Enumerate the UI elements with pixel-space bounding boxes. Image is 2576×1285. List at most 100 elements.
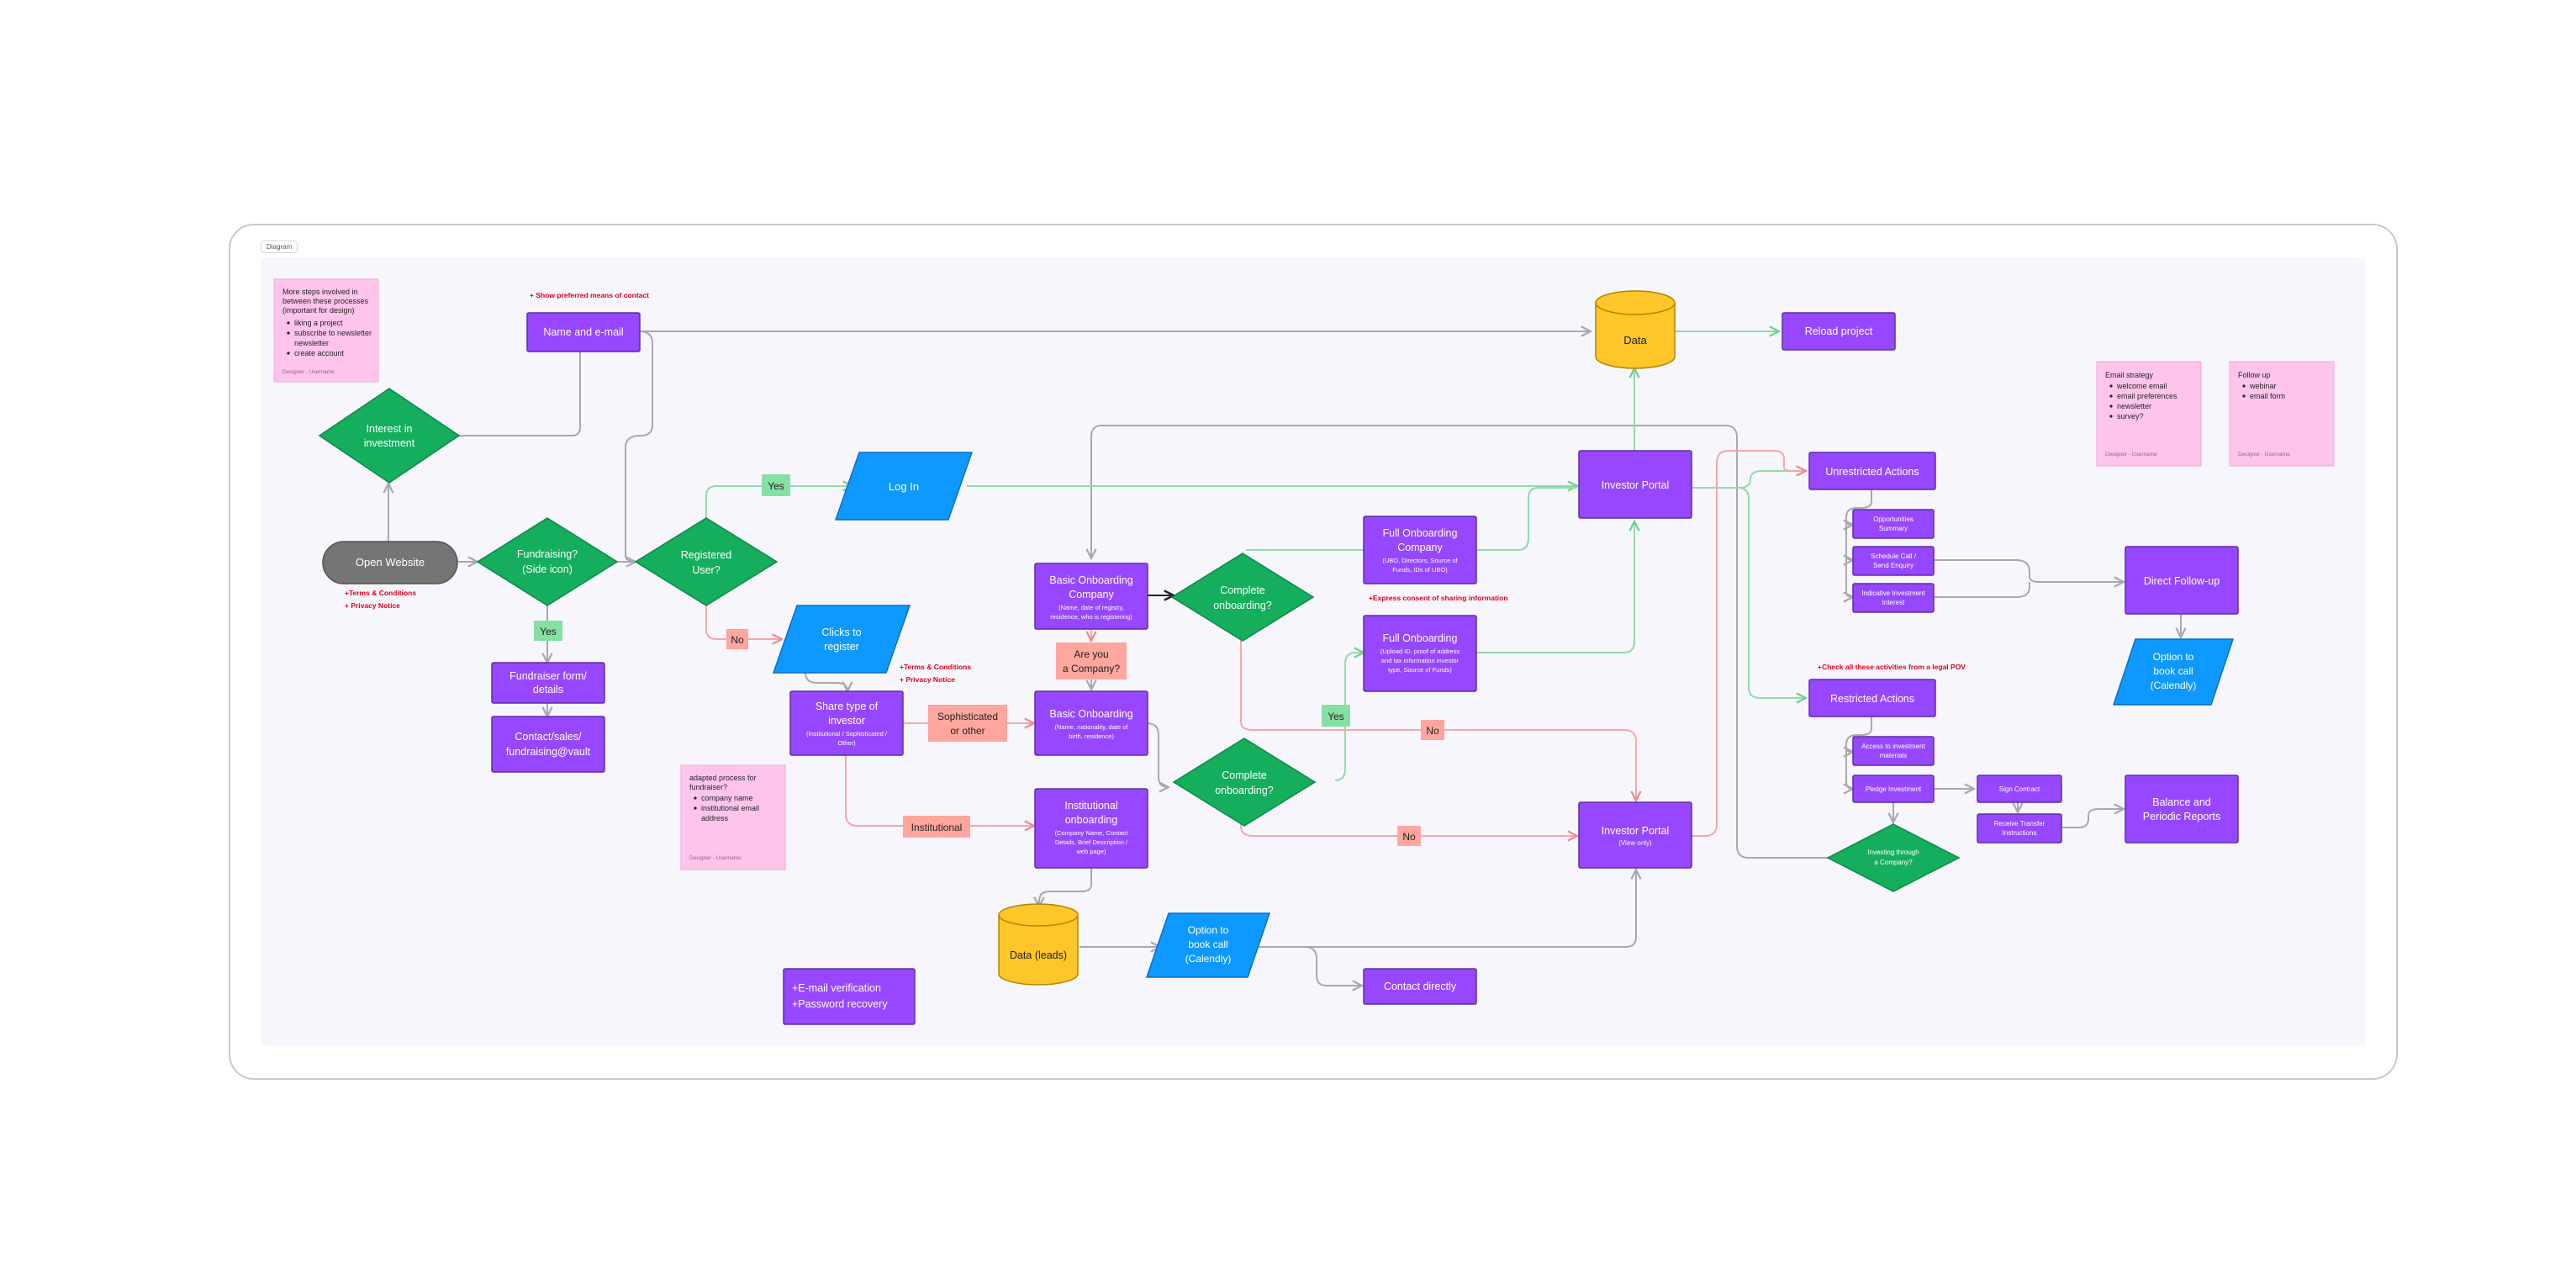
sticky-follow-up[interactable]: Follow up webinar email form Designer - …	[2229, 361, 2335, 467]
sticky-list-item: survey?	[2117, 412, 2144, 420]
svg-text:Fundraiser form/: Fundraiser form/	[509, 670, 587, 682]
svg-text:(Institutional / Sophisticated: (Institutional / Sophisticated /	[806, 730, 888, 738]
edge-portal-to-restricted	[1738, 487, 1806, 698]
node-clicks-register[interactable]: Clicks to register	[772, 605, 911, 674]
label-no-complete-2: No	[1397, 826, 1421, 846]
svg-text:subscribe to newsletter: subscribe to newsletter	[294, 329, 372, 337]
svg-text:Investing through: Investing through	[1867, 849, 1919, 856]
svg-text:Interest: Interest	[1882, 599, 1905, 606]
node-access-materials[interactable]: Access to investment materials	[1852, 736, 1935, 766]
svg-text:(UBO, Directors, Source of: (UBO, Directors, Source of	[1382, 557, 1458, 564]
frame-label: Diagram	[261, 241, 298, 253]
node-full-onboarding-company[interactable]: Full Onboarding Company (UBO, Directors,…	[1363, 516, 1477, 584]
label-no-complete-1: No	[1421, 720, 1444, 740]
svg-text:newsletter: newsletter	[294, 339, 329, 347]
svg-text:Yes: Yes	[768, 480, 784, 492]
node-schedule-call[interactable]: Schedule Call / Send Enquiry	[1852, 546, 1935, 576]
node-name-email[interactable]: Name and e-mail	[526, 312, 641, 352]
svg-text:liking a project: liking a project	[294, 319, 343, 327]
node-email-verification[interactable]: +E-mail verification +Password recovery	[783, 968, 916, 1025]
node-fundraiser-form[interactable]: Fundraiser form/ details	[491, 662, 605, 704]
node-pledge-investment[interactable]: Pledge Investment	[1852, 775, 1935, 803]
node-open-website[interactable]: Open Website	[322, 541, 458, 584]
svg-text:Restricted Actions: Restricted Actions	[1830, 693, 1914, 705]
svg-text:Periodic Reports: Periodic Reports	[2143, 811, 2220, 822]
svg-text:onboarding: onboarding	[1065, 814, 1118, 826]
sticky-title: Follow up	[2238, 371, 2271, 379]
svg-text:residence, who is registering): residence, who is registering)	[1050, 613, 1132, 621]
svg-text:Reload project: Reload project	[1805, 325, 1873, 337]
label-yes-login: Yes	[762, 474, 790, 496]
svg-text:birth, residence): birth, residence)	[1069, 732, 1114, 740]
node-full-onboarding[interactable]: Full Onboarding (Upload ID, proof of add…	[1363, 615, 1477, 692]
svg-text:a Company?: a Company?	[1063, 663, 1120, 674]
edge-unrestricted-to-indicative	[1846, 555, 1853, 597]
svg-text:(Upload ID, proof of address: (Upload ID, proof of address	[1380, 648, 1460, 655]
sticky-adapted-process[interactable]: adapted process for fundraiser? company …	[680, 764, 786, 870]
sticky-list-item: welcome email	[2116, 382, 2167, 390]
svg-text:(View only): (View only)	[1618, 839, 1652, 847]
node-reload-project[interactable]: Reload project	[1782, 312, 1896, 351]
svg-text:Yes: Yes	[540, 626, 557, 637]
node-option-book-call-2[interactable]: Option to book call (Calendly)	[2112, 638, 2235, 706]
sticky-title-line: (important for design)	[282, 306, 355, 315]
edge-fullcompany-to-portal	[1475, 487, 1577, 551]
node-registered-user[interactable]: Registered User?	[634, 517, 779, 606]
node-share-type[interactable]: Share type of investor (Institutional / …	[789, 690, 904, 756]
edge-interest-to-name	[458, 352, 581, 436]
svg-text:More steps involved in b: More steps involved in between these pro…	[282, 288, 371, 315]
svg-text:+Password recovery: +Password recovery	[792, 998, 888, 1010]
node-unrestricted-actions[interactable]: Unrestricted Actions	[1808, 452, 1936, 490]
node-investor-portal-view-only[interactable]: Investor Portal (View only)	[1578, 801, 1692, 869]
node-complete-onboarding-2[interactable]: Complete onboarding?	[1172, 738, 1317, 827]
edge-option-to-portal-view	[1243, 870, 1636, 948]
node-log-in[interactable]: Log In	[834, 452, 974, 521]
svg-text:Instructions: Instructions	[2003, 829, 2037, 837]
label-are-you-company: Are you a Company?	[1056, 642, 1127, 680]
svg-text:Receive Transfer: Receive Transfer	[1994, 820, 2045, 828]
node-investing-through-company[interactable]: Investing through a Company?	[1826, 823, 1961, 892]
annotation-privacy: + Privacy Notice	[900, 675, 955, 684]
svg-text:onboarding?: onboarding?	[1215, 785, 1274, 796]
node-receive-transfer[interactable]: Receive Transfer Instructions	[1977, 813, 2062, 843]
svg-text:(Name, nationality, date of: (Name, nationality, date of	[1055, 723, 1129, 731]
sticky-more-steps[interactable]: More steps involved in between these pro…	[273, 278, 379, 383]
edge-loop-back	[1091, 425, 1833, 859]
svg-text:or other: or other	[950, 725, 984, 737]
node-interest-investment[interactable]: Interest in investment	[318, 388, 461, 484]
node-opportunities-summary[interactable]: Opportunities Summary	[1852, 509, 1935, 539]
edge-registered-to-no	[705, 595, 726, 640]
node-contact-sales[interactable]: Contact/sales/ fundraising@vault	[491, 716, 605, 773]
svg-text:and tax information investor: and tax information investor	[1381, 657, 1460, 664]
node-basic-onboarding-company[interactable]: Basic Onboarding Company (Name, date of …	[1034, 563, 1148, 630]
svg-text:Indicative Investment: Indicative Investment	[1861, 590, 1925, 597]
node-option-book-call-1[interactable]: Option to book call (Calendly)	[1145, 912, 1271, 978]
node-institutional-onboarding[interactable]: Institutional onboarding (Company Name, …	[1034, 788, 1148, 869]
sticky-email-strategy[interactable]: Email strategy welcome email email prefe…	[2096, 361, 2202, 467]
svg-text:details: details	[533, 684, 563, 695]
node-indicative-investment[interactable]: Indicative Investment Interest	[1852, 583, 1935, 613]
svg-text:Pledge Investment: Pledge Investment	[1866, 785, 1922, 793]
svg-text:Are you: Are you	[1074, 648, 1108, 660]
svg-text:book call: book call	[1188, 939, 1227, 950]
node-fundraising[interactable]: Fundraising? (Side icon)	[476, 517, 619, 606]
node-data-database[interactable]: Data	[1595, 290, 1676, 369]
node-restricted-actions[interactable]: Restricted Actions	[1808, 679, 1936, 717]
node-direct-follow-up[interactable]: Direct Follow-up	[2125, 546, 2239, 615]
node-basic-onboarding[interactable]: Basic Onboarding (Name, nationality, dat…	[1034, 690, 1148, 756]
svg-text:(Company Name, Contact: (Company Name, Contact	[1055, 829, 1129, 837]
node-investor-portal[interactable]: Investor Portal	[1578, 450, 1692, 519]
node-complete-onboarding-1[interactable]: Complete onboarding?	[1170, 553, 1315, 642]
svg-text:No: No	[1402, 831, 1416, 843]
node-balance-reports[interactable]: Balance and Periodic Reports	[2125, 775, 2239, 843]
svg-text:User?: User?	[692, 564, 720, 576]
node-data-leads[interactable]: Data (leads)	[998, 903, 1079, 986]
edge-fullonb-to-portal	[1475, 521, 1634, 653]
svg-text:Complete: Complete	[1220, 584, 1265, 596]
node-contact-directly[interactable]: Contact directly	[1363, 968, 1477, 1005]
edge-schedule-to-followup	[1934, 559, 2124, 582]
sticky-list-item: institutional email	[701, 804, 759, 812]
node-sign-contract[interactable]: Sign Contract	[1977, 775, 2062, 803]
sticky-title-line: between these processes	[282, 297, 369, 305]
svg-text:Direct Follow-up: Direct Follow-up	[2144, 575, 2220, 587]
